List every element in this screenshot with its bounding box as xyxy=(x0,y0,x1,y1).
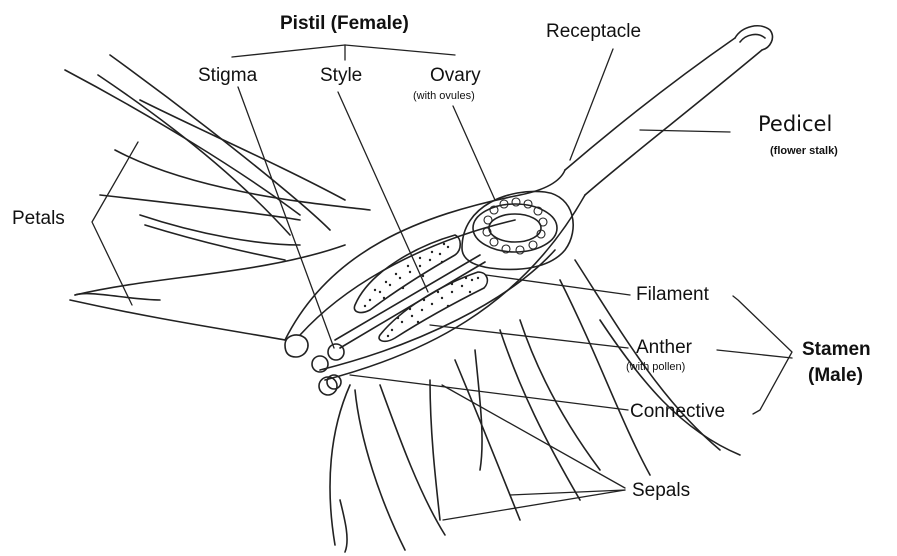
stigma-knobs xyxy=(285,335,344,395)
male-label: (Male) xyxy=(808,366,863,385)
ovary-label: Ovary xyxy=(430,66,481,85)
receptacle-label: Receptacle xyxy=(546,22,641,41)
anther-label: Anther xyxy=(636,338,692,357)
pedicel-stalk xyxy=(565,26,772,195)
ovary-subtitle: (with ovules) xyxy=(413,91,475,102)
connective-label: Connective xyxy=(630,402,725,421)
petals xyxy=(65,55,370,340)
style-label: Style xyxy=(320,66,362,85)
pedicel-label: Pedicel xyxy=(758,114,832,135)
stamen-label: Stamen xyxy=(802,340,871,359)
anther-subtitle: (with pollen) xyxy=(626,362,685,373)
receptacle-body xyxy=(285,170,585,380)
filament-label: Filament xyxy=(636,285,709,304)
petals-label: Petals xyxy=(12,209,65,228)
stigma-label: Stigma xyxy=(198,66,257,85)
leader-lines xyxy=(92,45,792,520)
pedicel-subtitle: (flower stalk) xyxy=(770,146,838,157)
sepals-label: Sepals xyxy=(632,481,690,500)
pistil-title: Pistil (Female) xyxy=(280,14,409,33)
